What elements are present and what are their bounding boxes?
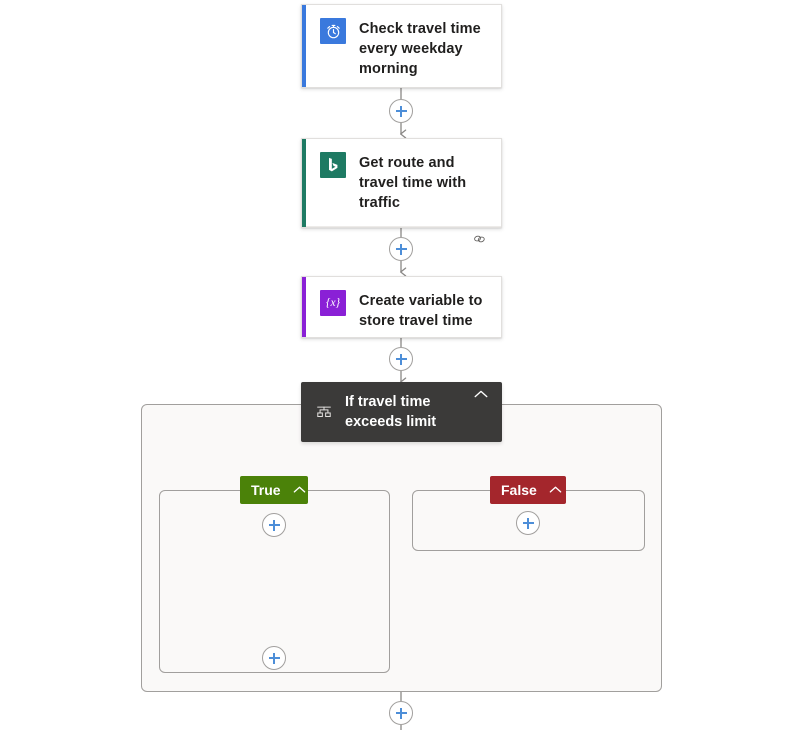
- card-header: Get route and travel time with traffic: [302, 139, 501, 226]
- add-step-in-true-branch-top[interactable]: [262, 513, 286, 537]
- branch-label-true[interactable]: True: [240, 476, 308, 504]
- chevron-up-icon[interactable]: [293, 486, 306, 494]
- alarm-clock-icon: [320, 18, 346, 44]
- card-title: Check travel time every weekday morning: [359, 21, 481, 77]
- condition-node-if-travel-time[interactable]: If travel time exceeds limit: [301, 382, 502, 442]
- card-accent-bar: [302, 139, 306, 227]
- add-step-in-false-branch[interactable]: [516, 511, 540, 535]
- condition-title: If travel time exceeds limit: [345, 394, 437, 430]
- variable-braces-icon: {x}: [320, 290, 346, 316]
- action-card-create-variable[interactable]: {x} Create variable to store travel time: [301, 276, 502, 338]
- branch-label-text: False: [501, 482, 537, 498]
- bing-maps-icon: [320, 152, 346, 178]
- action-card-get-route[interactable]: Get route and travel time with traffic: [301, 138, 502, 243]
- variable-icon-label: {x}: [325, 297, 341, 309]
- card-title: Create variable to store travel time: [359, 293, 483, 329]
- card-header: Check travel time every weekday morning: [302, 5, 501, 92]
- card-title: Get route and travel time with traffic: [359, 155, 467, 211]
- chevron-up-icon[interactable]: [474, 382, 488, 399]
- add-step-in-true-branch-bottom[interactable]: [262, 646, 286, 670]
- add-step-after-variable[interactable]: [389, 347, 413, 371]
- add-step-after-trigger[interactable]: [389, 99, 413, 123]
- card-header: {x} Create variable to store travel time: [302, 277, 501, 344]
- condition-branch-icon: [315, 403, 333, 421]
- card-footer: [302, 226, 501, 255]
- branch-label-text: True: [251, 482, 281, 498]
- add-step-after-bing[interactable]: [389, 237, 413, 261]
- add-step-after-condition[interactable]: [389, 701, 413, 725]
- card-accent-bar: [302, 5, 306, 87]
- trigger-card-check-travel-time[interactable]: Check travel time every weekday morning: [301, 4, 502, 88]
- branch-label-false[interactable]: False: [490, 476, 566, 504]
- chevron-up-icon[interactable]: [549, 486, 562, 494]
- connection-link-icon[interactable]: [472, 232, 487, 250]
- card-accent-bar: [302, 277, 306, 337]
